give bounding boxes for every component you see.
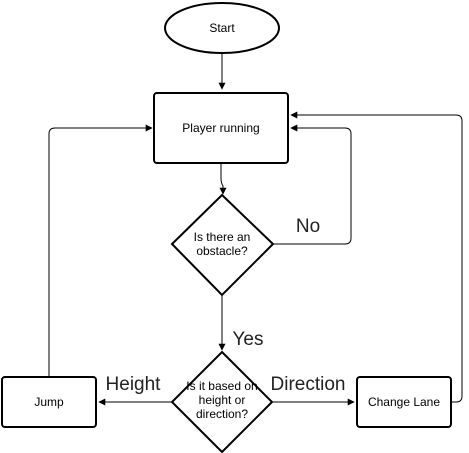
player-running-label: Player running (182, 121, 259, 135)
edge-label-height: Height (106, 374, 162, 395)
edge-obstacle-no-to-player-running (273, 124, 352, 245)
obstacle-label-line2: obstacle? (196, 244, 248, 258)
edge-label-yes: Yes (233, 329, 264, 350)
start-node (164, 2, 280, 54)
change-lane-node (356, 376, 452, 428)
decision-label-line1: Is it based on (186, 379, 257, 393)
change-lane-label: Change Lane (368, 395, 440, 409)
jump-node (1, 376, 97, 428)
obstacle-decision-node (170, 193, 275, 297)
jump-label: Jump (34, 395, 64, 409)
start-label: Start (209, 21, 235, 35)
obstacle-label-line1: Is there an (194, 230, 251, 244)
edge-jump-to-player-running (48, 124, 153, 376)
height-direction-decision-node (170, 350, 274, 453)
edge-label-direction: Direction (271, 374, 346, 395)
edge-label-no: No (296, 216, 320, 237)
edge-change-lane-to-player-running (290, 111, 463, 403)
decision-label-line2: height or (199, 393, 246, 407)
decision-label-line3: direction? (196, 407, 248, 421)
player-running-node (153, 92, 289, 164)
edge-player-running-to-obstacle (219, 163, 227, 195)
